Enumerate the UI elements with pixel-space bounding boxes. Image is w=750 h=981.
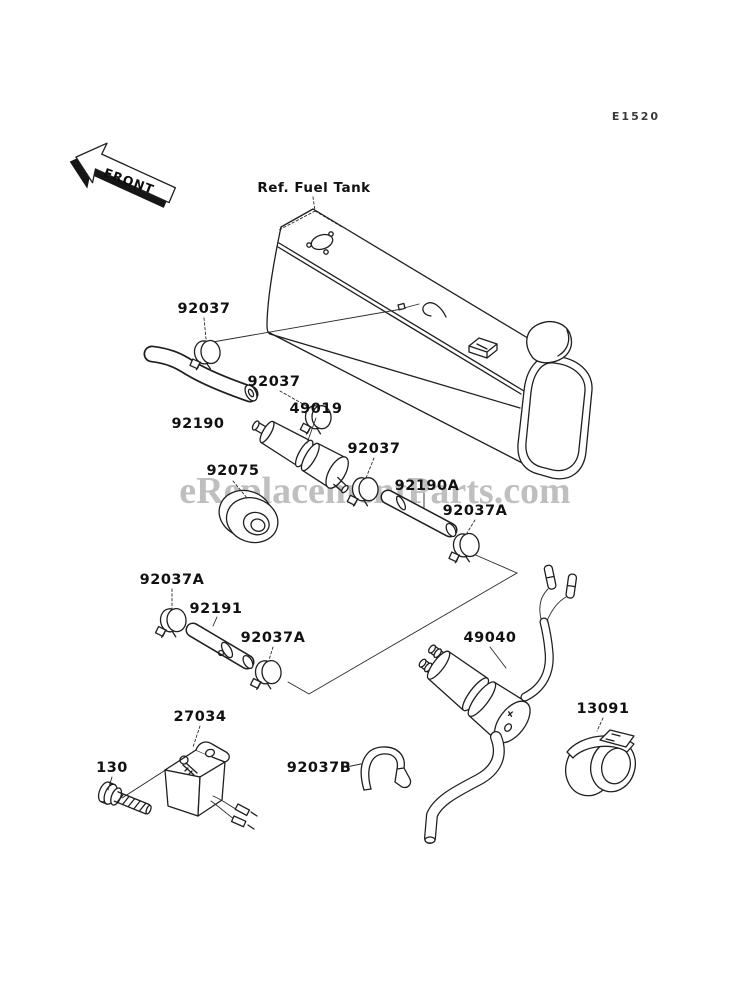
tank-filler-detail (526, 320, 573, 364)
fuel-pump-49040-illustration (418, 564, 578, 844)
clip-92037b-illustration (360, 746, 412, 791)
tank-bracket-detail (468, 337, 498, 359)
leader-92075 (232, 480, 248, 499)
holder-13091-illustration (565, 729, 636, 797)
tank-hook-detail (422, 302, 447, 318)
callout-92191: 92191 (190, 601, 243, 617)
hose-routing-line-upper (206, 308, 403, 344)
callout-92037-3: 92037 (348, 441, 401, 457)
callout-92037a-1: 92037A (443, 503, 508, 519)
hose-92190a-illustration (380, 489, 458, 538)
callout-49040: 49040 (464, 630, 517, 646)
callout-92037b: 92037B (287, 760, 352, 776)
leader-92037-2 (279, 390, 311, 409)
callout-92037-2: 92037 (248, 374, 301, 390)
leader-13091 (596, 717, 604, 732)
hose-routing-line-lower (287, 552, 518, 695)
callout-49019: 49019 (290, 401, 343, 417)
callout-92037a-3: 92037A (241, 630, 306, 646)
leader-92037a-3 (268, 646, 274, 661)
leader-92037a-1 (466, 519, 476, 534)
leader-92037b (345, 763, 362, 768)
callout-27034: 27034 (174, 709, 227, 725)
callout-92037-1: 92037 (178, 301, 231, 317)
leader-92037-3 (365, 457, 375, 479)
diagram-code: E1520 (612, 110, 660, 123)
fuel-tank-illustration: Ref. Fuel Tank (257, 180, 593, 480)
bolt-130-illustration (97, 781, 152, 815)
callout-92190a: 92190A (395, 478, 460, 494)
fuel-filter-49019-illustration (251, 420, 349, 494)
callout-13091: 13091 (577, 701, 630, 717)
hose-92190-illustration (143, 345, 259, 403)
leader-92037-1 (203, 317, 207, 340)
damper-92075-illustration (218, 489, 279, 544)
callout-130: 130 (96, 760, 128, 776)
leader-92191 (212, 616, 218, 627)
hose-92191-illustration (185, 622, 255, 670)
callout-92190: 92190 (172, 416, 225, 432)
leader-130 (107, 776, 113, 791)
leader-49040 (489, 646, 507, 669)
callout-92075: 92075 (207, 463, 260, 479)
clamp-92037a-2 (152, 606, 189, 640)
front-direction-icon: FRONT (69, 142, 177, 208)
callout-92037a-2: 92037A (140, 572, 205, 588)
relay-27034-illustration (164, 741, 258, 830)
fuel-tank-ref-label: Ref. Fuel Tank (257, 180, 371, 196)
leader-49019 (306, 417, 317, 444)
leader-27034 (192, 725, 201, 748)
